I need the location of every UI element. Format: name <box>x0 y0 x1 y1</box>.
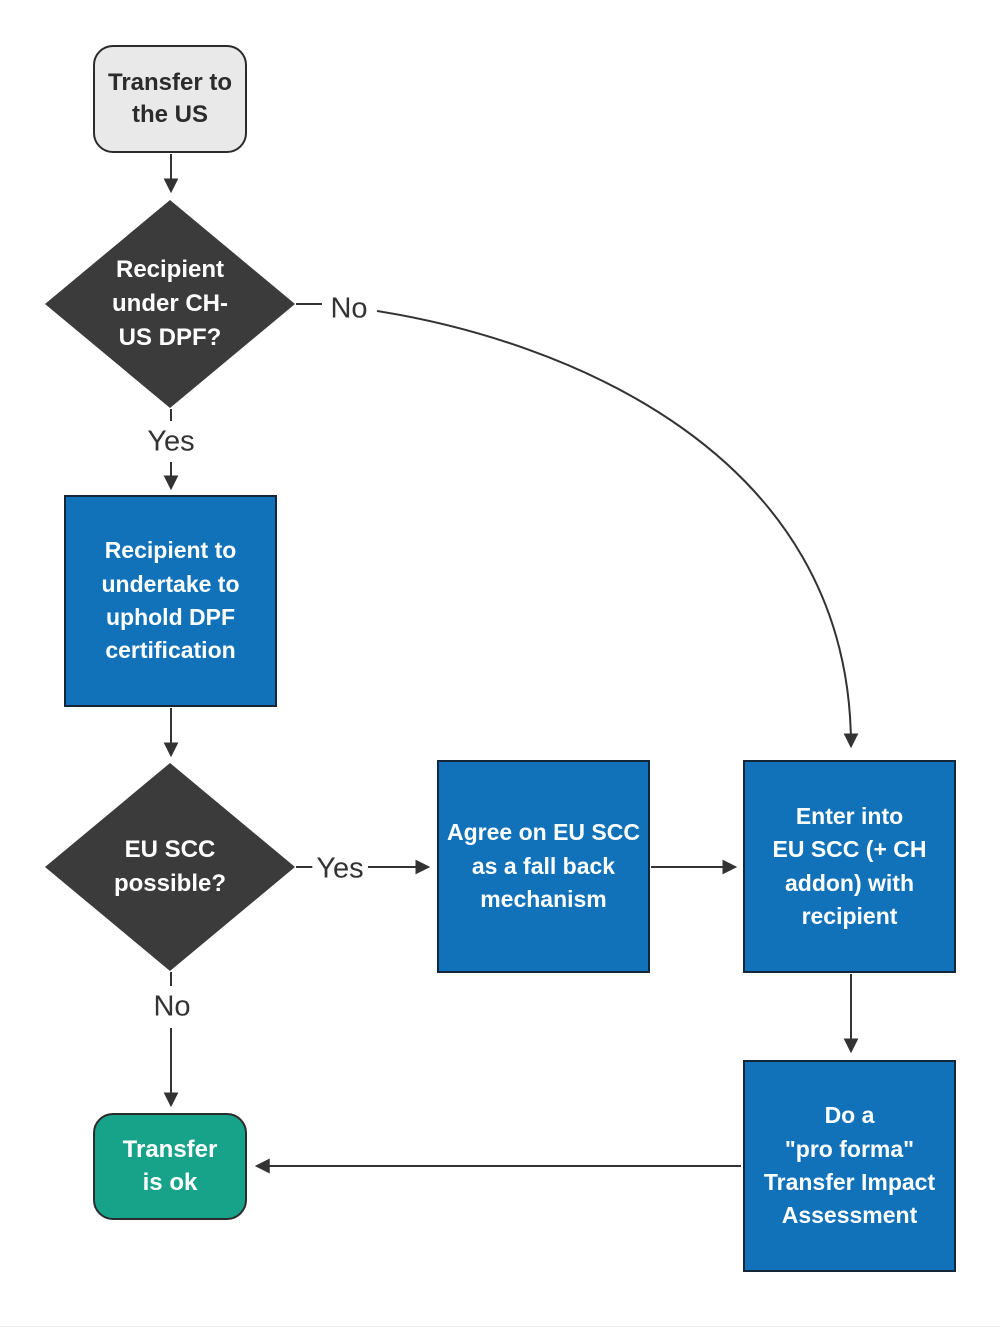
node-transfer-is-ok: Transfer is ok <box>93 1113 247 1220</box>
edge-label-scc-no: No <box>149 990 195 1024</box>
node-recipient-undertake-uphold-dpf: Recipient to undertake to uphold DPF cer… <box>64 495 277 707</box>
node-decision-recipient-under-ch-us-dpf: Recipient under CH- US DPF? <box>45 200 295 408</box>
node-enter-eu-scc-ch-addon: Enter into EU SCC (+ CH addon) with reci… <box>743 760 956 973</box>
node-decision-eu-scc-possible: EU SCC possible? <box>45 763 295 971</box>
node-pro-forma-transfer-impact-assessment: Do a "pro forma" Transfer Impact Assessm… <box>743 1060 956 1272</box>
node-agree-eu-scc-fallback: Agree on EU SCC as a fall back mechanism <box>437 760 650 973</box>
edge-label-dpf-no: No <box>326 292 372 326</box>
edge-label-dpf-yes: Yes <box>143 425 199 459</box>
edge-decision-dpf-no-curve-to-enter-scc <box>376 310 859 749</box>
node-start-transfer-to-us: Transfer to the US <box>93 45 247 153</box>
edge-label-scc-yes: Yes <box>312 852 368 886</box>
